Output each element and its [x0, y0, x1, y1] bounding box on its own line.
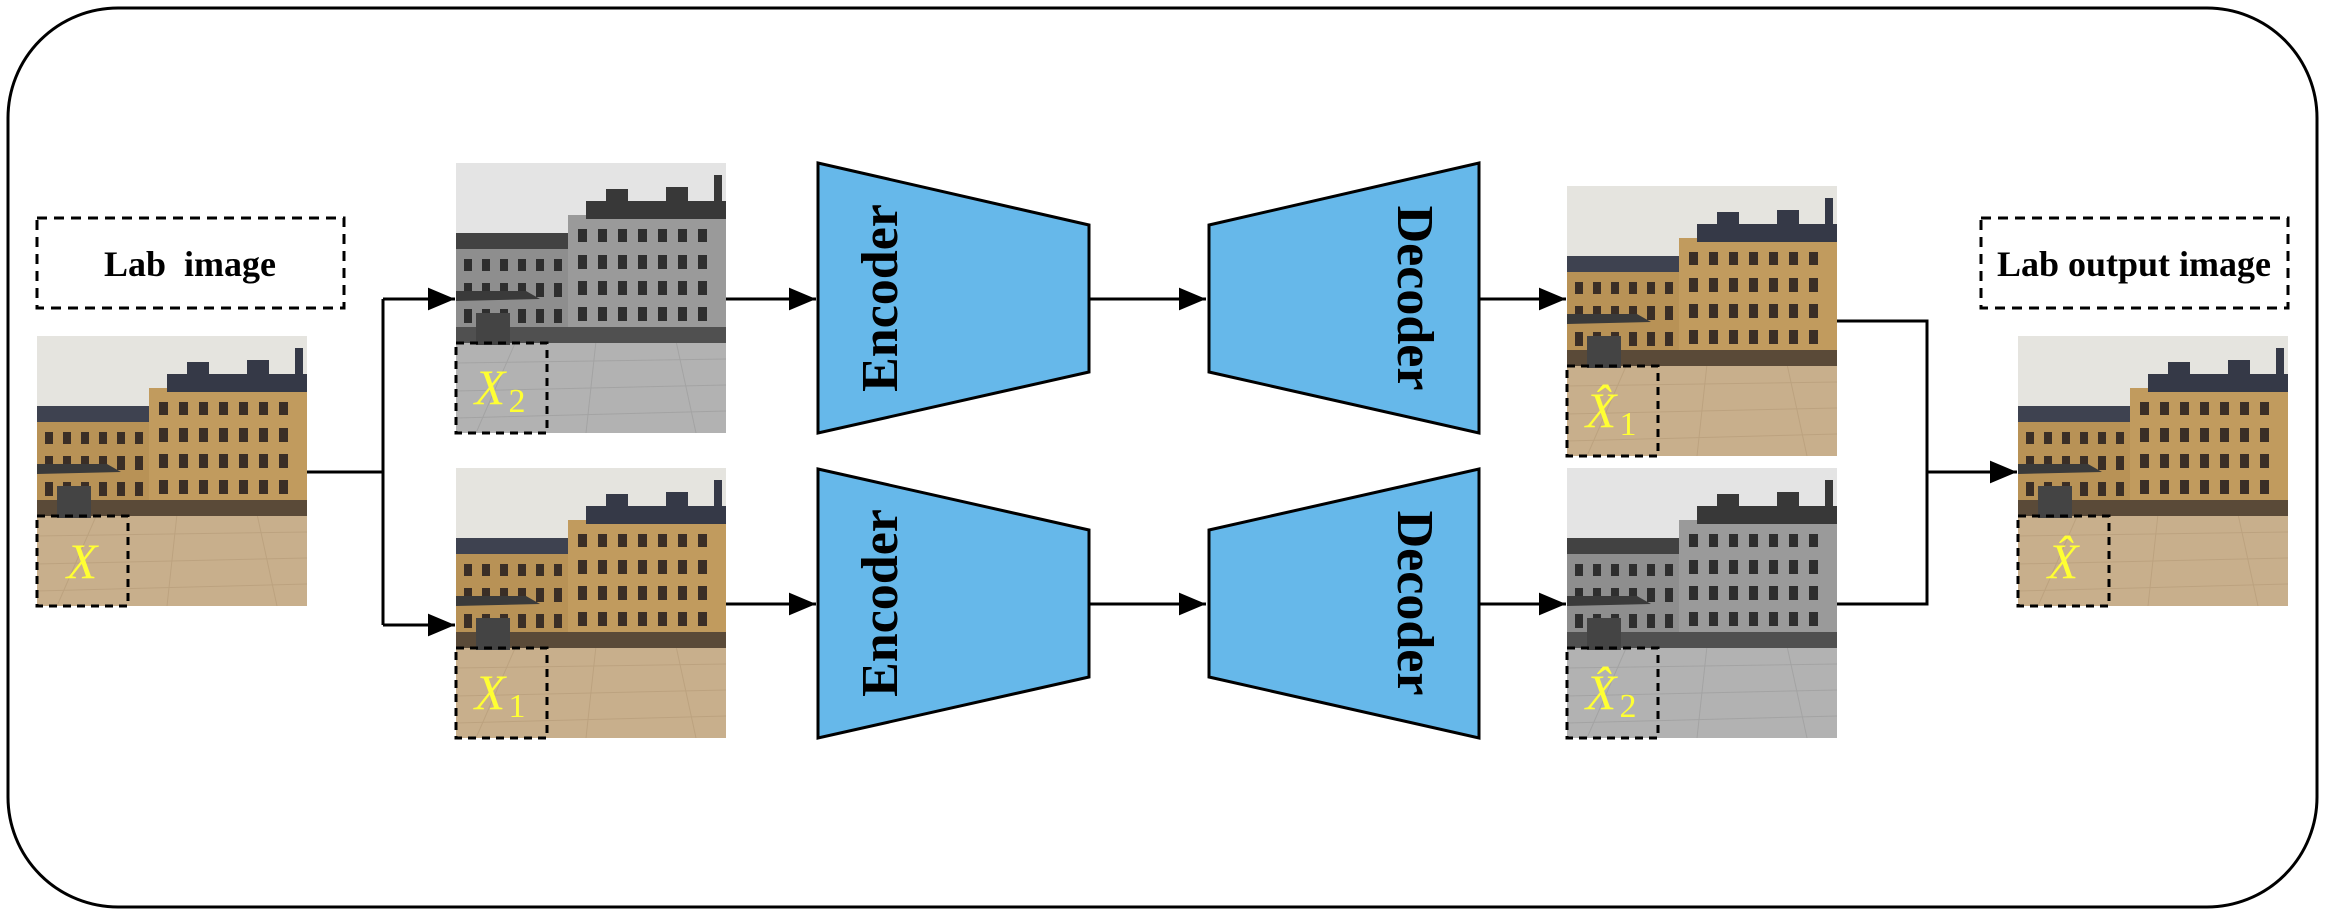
x1-symbol-box [454, 646, 549, 740]
xhat1-subscript: 1 [1620, 406, 1637, 443]
encoder-top-label: Encoder [852, 204, 909, 392]
output-symbol-box [2016, 514, 2111, 608]
reconstruction-xhat1: X̂ 1 [1565, 186, 1837, 458]
outer-frame [6, 6, 2319, 909]
x1-subscript: 1 [509, 688, 526, 725]
branch-image-x2: X 2 [454, 163, 726, 435]
input-image: X [35, 336, 307, 608]
input-symbol: X [65, 533, 100, 589]
merge-connector [1837, 319, 2017, 606]
xhat2-symbol: X̂ [1584, 664, 1619, 720]
output-label: Lab output image [1997, 244, 2271, 284]
decoder-top: Decoder [1207, 161, 1481, 435]
xhat1-symbol-box [1565, 364, 1660, 458]
xhat2-symbol-box [1565, 646, 1660, 740]
encoder-top: Encoder [816, 161, 1091, 435]
x2-symbol: X [473, 359, 508, 415]
output-label-box [1979, 216, 2290, 310]
x2-subscript: 2 [509, 383, 526, 420]
output-image: X̂ [2016, 336, 2288, 608]
decoder-bottom: Decoder [1207, 467, 1481, 740]
branch-image-x1: X 1 [454, 468, 726, 740]
xhat2-subscript: 2 [1620, 688, 1637, 725]
x1-symbol: X [473, 664, 508, 720]
input-symbol-box [35, 514, 130, 608]
decoder-bottom-label: Decoder [1386, 511, 1443, 696]
xhat1-symbol: X̂ [1584, 382, 1619, 438]
reconstruction-xhat2: X̂ 2 [1565, 468, 1837, 740]
output-symbol: X̂ [2046, 533, 2081, 589]
decoder-top-label: Decoder [1386, 206, 1443, 391]
x2-symbol-box [454, 341, 549, 435]
input-label-box [35, 216, 346, 310]
input-label: Lab image [104, 244, 276, 284]
split-connector [307, 287, 455, 637]
encoder-bottom-label: Encoder [852, 509, 909, 697]
encoder-bottom: Encoder [816, 467, 1091, 740]
